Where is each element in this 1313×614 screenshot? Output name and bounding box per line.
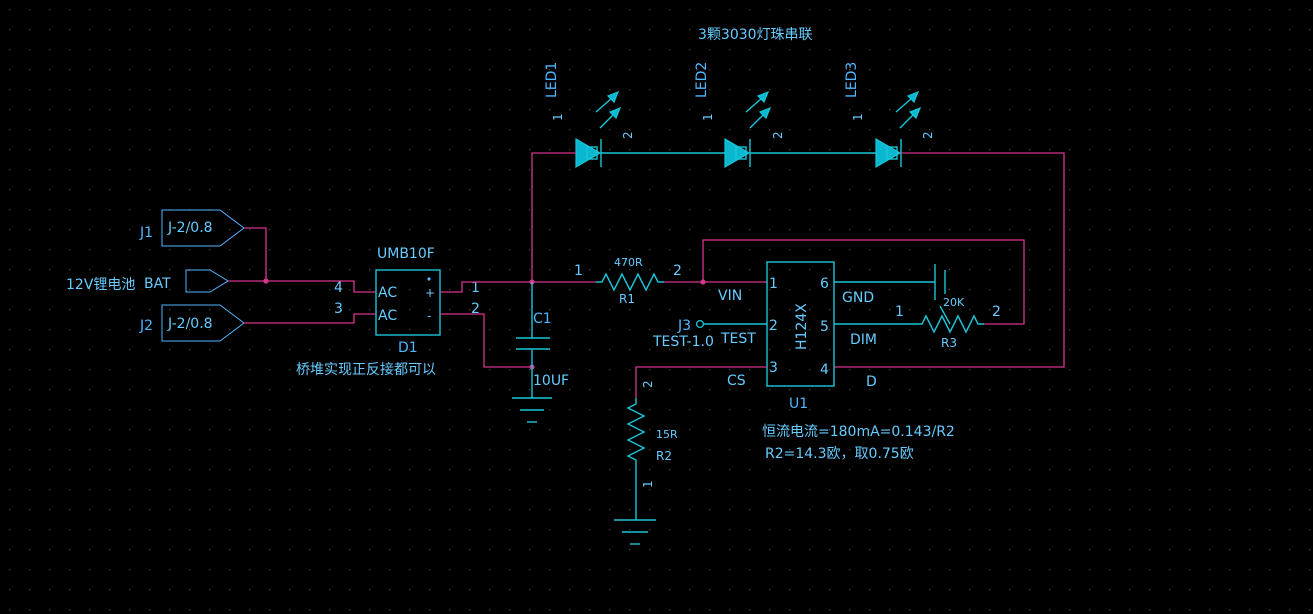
r1-ref: R1 [619,292,635,306]
led1-light-arrows [595,90,622,129]
bridge-output-wires [440,279,596,370]
ic-pin5-name: DIM [850,332,877,348]
resistor-r3[interactable]: 1 20K 2 R3 [834,296,1001,350]
test-point-j3[interactable]: J3 TEST-1.0 [652,318,767,350]
led2-pin1: 1 [701,113,715,121]
capacitor-c1[interactable]: C1 10UF [512,282,569,423]
r3-pin2: 2 [992,304,1001,320]
r1-vin-wires [664,239,1025,325]
ic-u1[interactable]: H124X U1 1 VIN 2 TEST 3 CS 6 GND 5 DIM 4… [718,261,877,412]
resistor-r2[interactable]: 2 15R R2 1 [614,380,678,545]
led1[interactable]: LED1 1 2 [544,62,635,169]
ic-pin5-num: 5 [820,319,829,335]
j2-ref: J2 [139,318,153,334]
led2-light-arrows [745,90,772,129]
j1-ref: J1 [139,225,153,241]
ic-value: H124X [794,303,810,350]
bridge-rectifier-d1[interactable]: UMB10F AC AC + - 4 3 1 2 D1 桥堆实现正反接都可以 [296,246,480,378]
r3-value: 20K [943,296,965,309]
bridge-pin3: 3 [334,301,343,317]
ic-pin2-num: 2 [769,318,778,334]
note-r2-calc: R2=14.3欧，取0.75欧 [765,446,914,462]
bridge-plus: + [425,286,435,300]
r3-pin1: 1 [895,304,904,320]
r2-ref: R2 [656,449,672,463]
cs-wire [635,366,767,398]
connector-j2[interactable]: J2 J-2/0.8 [139,304,245,342]
led1-pin2: 2 [621,131,635,139]
bat-net: BAT [144,276,171,292]
led-string-wires [531,152,1065,368]
ic-ref: U1 [789,396,808,412]
c1-value: 10UF [533,373,569,389]
gnd-pin-cap [834,264,946,300]
ic-pin1-name: VIN [718,288,742,304]
ground-symbol-c1 [512,397,552,423]
r2-pin1: 1 [641,480,655,488]
bridge-ac2: AC [378,308,397,324]
bat-label: 12V锂电池 [66,277,135,293]
test-point-icon [695,319,705,329]
led3-ref: LED3 [844,62,860,98]
j3-value: TEST-1.0 [652,334,714,350]
r3-ref: R3 [941,336,957,350]
ic-pin1-num: 1 [769,276,778,292]
r2-value: 15R [656,428,678,441]
bridge-pin1: 1 [471,280,480,296]
j1-value: J-2/0.8 [167,220,213,236]
led2-ref: LED2 [694,62,710,98]
ic-pin2-name: TEST [720,331,756,347]
ic-pin3-name: CS [727,373,746,389]
led2-pin2: 2 [771,131,785,139]
connector-bat[interactable]: 12V锂电池 BAT [66,269,229,293]
bridge-pin4: 4 [334,280,343,296]
led2[interactable]: LED2 1 2 [694,62,785,169]
led1-pin1: 1 [551,113,565,121]
resistor-r1[interactable]: 1 470R 2 R1 [574,256,682,306]
bridge-pin2: 2 [471,301,480,317]
bridge-value: UMB10F [377,246,435,262]
connector-j1[interactable]: J1 J-2/0.8 [139,209,245,247]
led3-light-arrows [895,90,922,129]
bridge-minus: - [427,309,431,323]
led1-ref: LED1 [544,62,560,98]
ic-pin6-num: 6 [820,276,829,292]
ground-symbol-r2 [614,519,656,545]
led3-pin1: 1 [851,113,865,121]
bridge-ref: D1 [398,340,418,356]
r1-pin2: 2 [673,263,682,279]
j2-value: J-2/0.8 [167,316,213,332]
ic-pin4-num: 4 [820,362,829,378]
schematic-title: 3颗3030灯珠串联 [698,27,813,43]
r1-pin1: 1 [574,263,583,279]
c1-ref: C1 [533,311,552,327]
ic-pin6-name: GND [842,290,874,306]
r2-pin2: 2 [641,380,655,388]
led3-pin2: 2 [921,131,935,139]
bridge-note: 桥堆实现正反接都可以 [296,361,436,378]
r1-value: 470R [614,256,643,269]
ic-pin4-name: D [866,374,877,390]
j3-ref: J3 [677,318,691,334]
note-formula: 恒流电流=180mA=0.143/R2 [762,424,955,440]
bridge-ac1: AC [378,285,397,301]
ic-pin3-num: 3 [769,360,778,376]
input-wires [228,227,376,324]
